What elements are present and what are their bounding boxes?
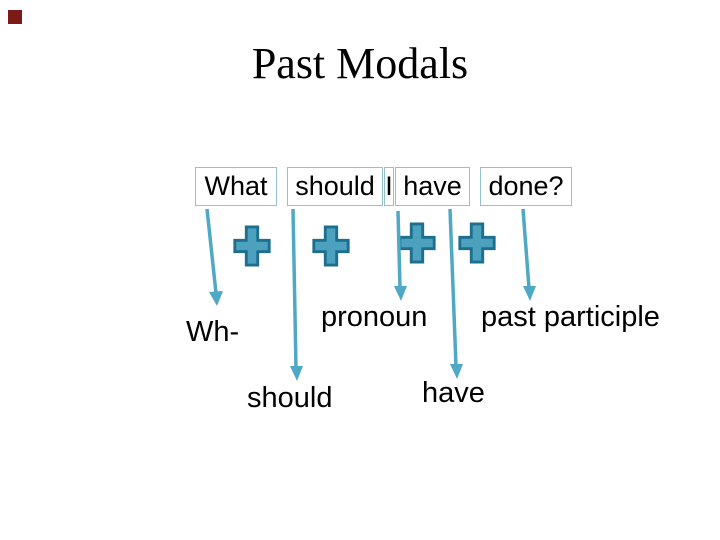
corner-marker-icon [8, 10, 22, 24]
label-wh: Wh- [186, 316, 240, 348]
plus-icon [233, 225, 271, 267]
word-have: have [403, 171, 462, 201]
word-box-should: should [287, 167, 383, 206]
word-box-have: have [395, 167, 470, 206]
label-should: should [247, 382, 333, 414]
label-have: have [422, 377, 485, 409]
word-box-i: I [384, 167, 394, 206]
arrow-down-icon [290, 208, 303, 381]
word-i: I [385, 171, 393, 201]
plus-icon [312, 225, 350, 267]
arrow-down-icon [521, 208, 536, 301]
plus-icon [398, 222, 436, 264]
label-past-participle: past participle [481, 301, 660, 333]
slide-title: Past Modals [251, 39, 469, 88]
label-pronoun: pronoun [321, 301, 428, 333]
plus-icon [458, 222, 496, 264]
word-should: should [295, 171, 375, 201]
word-done: done? [488, 171, 564, 201]
word-box-what: What [195, 167, 277, 206]
word-what: What [204, 171, 268, 201]
word-box-done: done? [480, 167, 572, 206]
arrow-down-icon [205, 208, 223, 306]
